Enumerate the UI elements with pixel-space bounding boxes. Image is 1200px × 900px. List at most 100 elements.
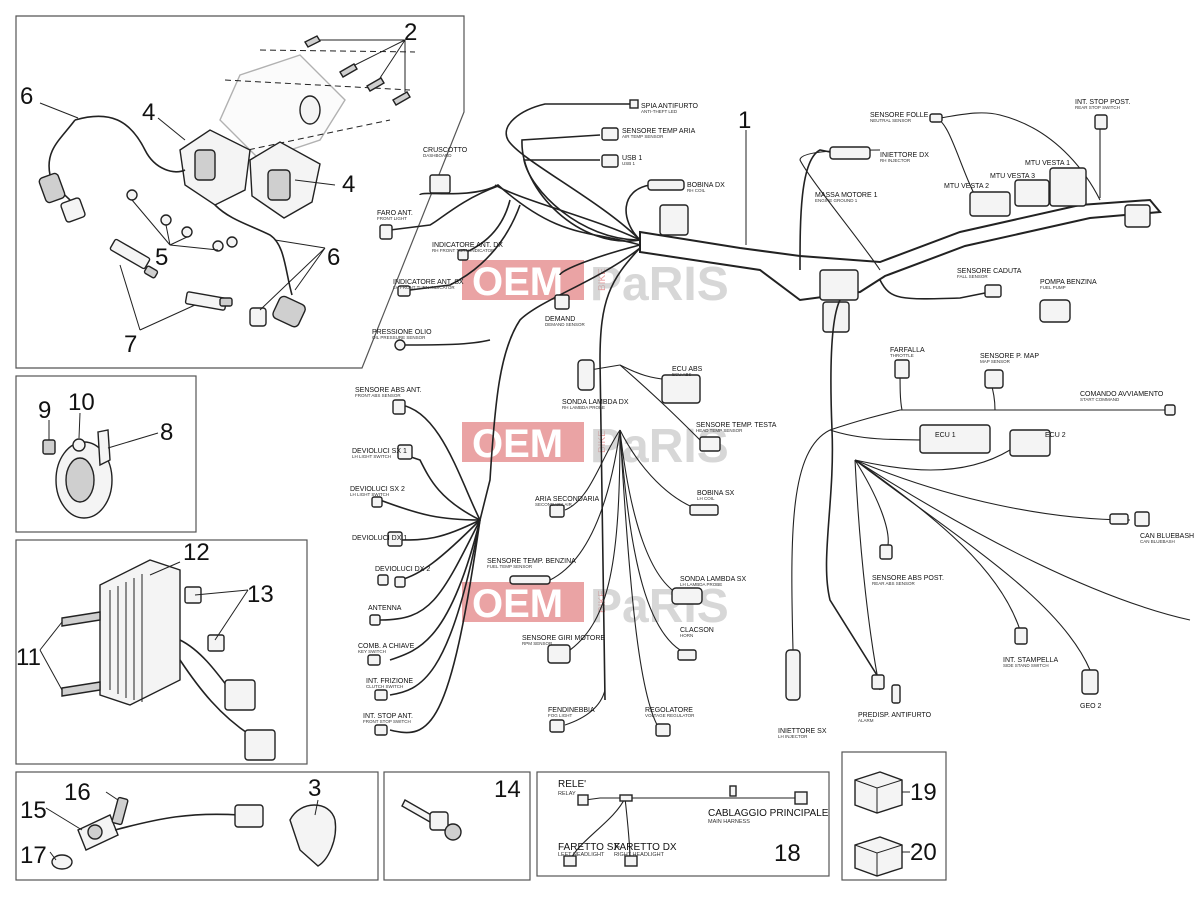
regulator-connectors [179,639,276,761]
panel-regulator [15,539,308,765]
spark-plug-1 [109,238,159,279]
label-sensore-temp-testa: SENSORE TEMP. TESTA [696,422,777,429]
main-harness [639,198,1162,333]
callout-4-top: 4 [142,99,155,126]
label-int-frizione-en: CLUTCH SWITCH [366,684,403,689]
label-pompa-benzina-en: FUEL PUMP [1040,285,1066,290]
callout-12: 12 [183,539,210,566]
label-mtu-vesta2: MTU VESTA 2 [944,183,989,190]
label-bobina-sx: BOBINA SX [697,490,735,497]
label-sensore-caduta-en: FALL SENSOR [957,274,988,279]
voltage-regulator [99,559,181,706]
callout-9: 9 [38,397,51,424]
label-faro-ant-en: FRONT LIGHT [377,216,407,221]
label-sonda-lambda-sx: SONDA LAMBDA SX [680,576,746,583]
label-demand: DEMAND [545,316,575,323]
watermark-1: OEM BIKE PaRIS [462,258,729,311]
label-int-frizione: INT. FRIZIONE [366,678,413,685]
label-comb-a-chiave-en: KEY SWITCH [358,649,386,654]
callout-2: 2 [404,19,417,46]
label-faretto-sx-en: LEFT HEADLIGHT [558,852,605,858]
panel-relays [841,751,947,881]
label-int-stop-post-en: REAR STOP SWITCH [1075,105,1120,110]
label-regolatore: REGOLATORE [645,707,693,714]
label-cruscotto: CRUSCOTTO [423,147,468,154]
label-ecu-abs-en: ECU ABS [672,372,692,377]
regulator-clips [184,586,225,652]
label-fendinebbia: FENDINEBBIA [548,707,595,714]
callout-20: 20 [910,839,937,866]
label-indicatore-ant-dx: INDICATORE ANT. DX [432,242,503,249]
callout-10: 10 [68,389,95,416]
label-regolatore-en: VOLTAGE REGULATOR [645,713,695,718]
label-massa-motore: MASSA MOTORE 1 [815,192,878,199]
callout-17: 17 [20,842,47,869]
label-sensore-p-map-en: MAP SENSOR [980,359,1011,364]
label-pompa-benzina: POMPA BENZINA [1040,279,1097,286]
label-faretto-dx-en: RIGHT HEADLIGHT [614,852,665,858]
label-comb-a-chiave: COMB. A CHIAVE [358,643,415,650]
spark-plug-cable-lh [38,115,186,223]
label-sensore-folle: SENSORE FOLLE [870,112,929,119]
label-sonda-lambda-dx-en: RH LAMBDA PROBE [562,405,605,410]
callout-4-right: 4 [342,171,355,198]
relay-20 [854,836,903,877]
horn-washer [72,438,86,452]
label-pressione-olio-en: OIL PRESSURE SENSOR [372,335,426,340]
label-massa-motore-en: ENGINE GROUND 1 [815,198,858,203]
label-cablaggio-principale-en: MAIN HARNESS [708,819,750,825]
label-demand-en: DEMAND SENSOR [545,322,586,327]
bolt-set [304,35,411,106]
label-antenna: ANTENNA [368,605,402,612]
rpm-sensor-oring [51,854,73,870]
callout-16: 16 [64,779,91,806]
label-mtu-vesta1: MTU VESTA 1 [1025,160,1070,167]
label-sensore-abs-post-en: REAR ABS SENSOR [872,581,916,586]
rpm-sensor [77,804,264,851]
label-sensore-temp-aria: SENSORE TEMP ARIA [622,128,696,135]
label-can-bluebash-en: CAN BLUEBASH [1140,539,1175,544]
label-spia-antifurto-en: ANTI-THEFT LED [641,109,678,114]
label-iniettore-dx-en: RH INJECTOR [880,158,911,163]
callout-18: 18 [774,840,801,867]
label-devioluci-sx1-en: LH LIGHT SWITCH [352,454,391,459]
label-mtu-vesta3: MTU VESTA 3 [990,173,1035,180]
spark-plug-2 [184,291,233,311]
label-iniettore-dx: INIETTORE DX [880,152,929,159]
callout-14: 14 [494,776,521,803]
label-faretto-dx: FARETTO DX [614,842,677,853]
relay-19 [854,771,903,814]
label-spia-antifurto: SPIA ANTIFURTO [641,103,698,110]
label-clacson-en: HORN [680,633,693,638]
label-ecu-abs: ECU ABS [672,366,703,373]
callout-5: 5 [155,244,168,271]
spark-plug-cable-rh [214,204,306,328]
label-iniettore-sx-en: LH INJECTOR [778,734,808,739]
callout-7: 7 [124,331,137,358]
label-cablaggio-principale: CABLAGGIO PRINCIPALE [708,808,829,819]
label-predisp-antifurto-en: ALARM [858,718,874,723]
rpm-sensor-screw [111,796,129,826]
label-sensore-giri-motore-en: RPM SENSOR [522,641,553,646]
label-fendinebbia-en: FOG LIGHT [548,713,573,718]
label-devioluci-dx1: DEVIOLUCI DX 1 [352,535,407,542]
label-aria-secondaria: ARIA SECONDARIA [535,496,600,503]
label-sensore-folle-en: NEUTRAL SENSOR [870,118,912,123]
watermark-parts: PaRIS [590,580,729,633]
watermark-bike: BIKE [597,430,608,453]
label-sensore-abs-post: SENSORE ABS POST. [872,575,944,582]
label-sensore-giri-motore: SENSORE GIRI MOTORE [522,635,605,642]
label-sensore-temp-testa-en: HEAD TEMP SENSOR [696,428,743,433]
watermark-oem: OEM [472,422,563,466]
label-rele-en: RELAY [558,791,576,797]
label-predisp-antifurto: PREDISP. ANTIFURTO [858,712,932,719]
panel-horn [15,375,197,533]
label-usb-en: USB 1 [622,161,636,166]
label-farfalla-en: THROTTLE [890,353,914,358]
label-clacson: CLACSON [680,627,714,634]
label-iniettore-sx: INIETTORE SX [778,728,827,735]
callout-19: 19 [910,779,937,806]
callout-6-rh: 6 [327,244,340,271]
label-sensore-p-map: SENSORE P. MAP [980,353,1039,360]
ignition-coil-bracket [199,49,416,161]
